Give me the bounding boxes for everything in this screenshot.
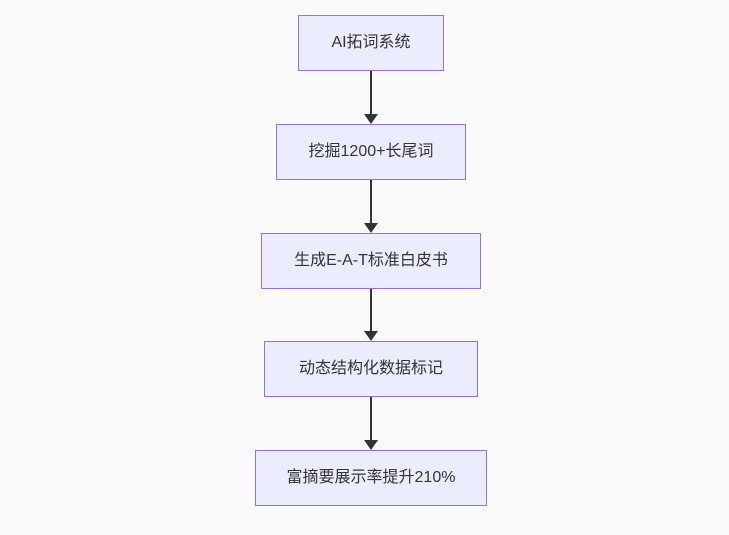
arrow-line	[370, 397, 372, 441]
flow-edge-2	[364, 180, 378, 233]
flow-edge-3	[364, 289, 378, 341]
flow-node-longtail-keywords: 挖掘1200+长尾词	[276, 124, 466, 180]
flow-node-eat-whitepaper: 生成E-A-T标准白皮书	[261, 233, 481, 289]
flow-node-ai-word-expansion-system: AI拓词系统	[298, 15, 444, 71]
arrowhead-down-icon	[364, 440, 378, 450]
arrow-line	[370, 180, 372, 224]
flow-node-label: AI拓词系统	[331, 34, 411, 51]
flow-node-label: 生成E-A-T标准白皮书	[294, 252, 448, 269]
flow-node-rich-snippet-rate: 富摘要展示率提升210%	[255, 450, 487, 506]
flow-node-label: 富摘要展示率提升210%	[286, 469, 456, 486]
flow-node-structured-data-markup: 动态结构化数据标记	[264, 341, 478, 397]
arrow-line	[370, 71, 372, 115]
flow-edge-1	[364, 71, 378, 124]
flow-node-label: 动态结构化数据标记	[298, 360, 443, 377]
arrow-line	[370, 289, 372, 332]
arrowhead-down-icon	[364, 223, 378, 233]
flow-edge-4	[364, 397, 378, 450]
arrowhead-down-icon	[364, 114, 378, 124]
arrowhead-down-icon	[364, 331, 378, 341]
flow-node-label: 挖掘1200+长尾词	[308, 143, 434, 160]
